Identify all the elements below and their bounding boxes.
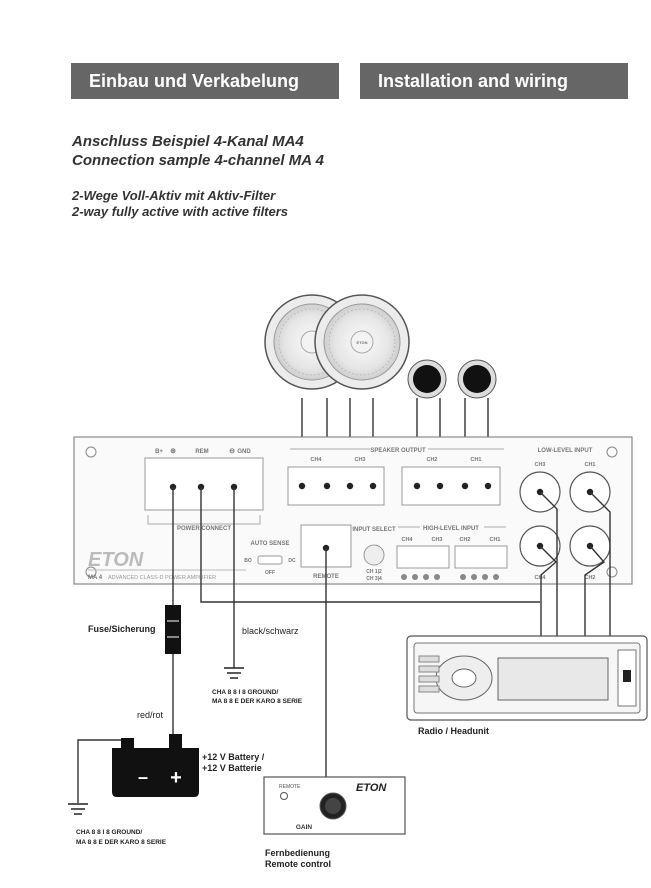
speaker-ch4-label: CH4 xyxy=(310,457,322,463)
subtitle-line-1: 2-Wege Voll-Aktiv mit Aktiv-Filter xyxy=(72,188,276,203)
remote-control-label: REMOTE xyxy=(279,784,301,790)
low-level-ch1: CH1 xyxy=(584,462,595,468)
battery: – + xyxy=(77,734,199,803)
woofer-badge: ETON xyxy=(356,340,367,345)
input-select-label: INPUT SELECT xyxy=(352,527,396,533)
headunit xyxy=(406,635,648,721)
power-connect-label: POWER CONNECT xyxy=(177,526,231,532)
tweeter-left xyxy=(407,359,447,399)
svg-text:⊕: ⊕ xyxy=(170,448,176,455)
auto-sense-off: OFF xyxy=(265,570,275,576)
remote-gain-label: GAIN xyxy=(296,824,313,831)
low-level-ch3: CH3 xyxy=(534,462,545,468)
speaker-ch3-label: CH3 xyxy=(354,457,365,463)
terminal-gnd-label: GND xyxy=(237,449,251,455)
svg-text:⊖: ⊖ xyxy=(229,448,235,455)
high-level-ch1: CH1 xyxy=(489,537,500,543)
radio-label: Radio / Headunit xyxy=(418,726,489,736)
amp-brand-logo: ETON xyxy=(88,549,144,571)
title-line-2: Connection sample 4-channel MA 4 xyxy=(72,152,324,169)
low-level-input-label: LOW-LEVEL INPUT xyxy=(538,448,593,454)
terminal-bplus-label: B+ xyxy=(155,449,163,455)
auto-sense-dc: DC xyxy=(288,558,296,564)
battery-plus-icon: + xyxy=(170,767,182,789)
fuse-label: Fuse/Sicherung xyxy=(88,624,156,634)
black-wire-label: black/schwarz xyxy=(242,626,299,636)
high-level-input-label: HIGH-LEVEL INPUT xyxy=(423,526,479,532)
terminal-rem-label: REM xyxy=(195,449,208,455)
tweeter-right xyxy=(457,359,497,399)
remote-control-brand: ETON xyxy=(356,782,387,794)
low-level-ch2: CH2 xyxy=(584,575,595,581)
ground1-line2: MA 8 8 E DER KARO 8 SERIE xyxy=(212,698,303,705)
header-right: Installation and wiring xyxy=(360,63,628,99)
auto-sense-bo: BO xyxy=(244,558,252,564)
speaker-ch1-label: CH1 xyxy=(470,457,481,463)
title-line-1: Anschluss Beispiel 4-Kanal MA4 xyxy=(72,133,304,150)
high-level-ch2: CH2 xyxy=(459,537,470,543)
auto-sense-label: AUTO SENSE xyxy=(251,541,290,547)
remote-control: REMOTE ETON GAIN xyxy=(263,776,406,835)
amp-model: MA 4 xyxy=(88,575,103,581)
battery-line1: +12 V Battery / xyxy=(202,752,265,762)
amplifier-panel: POWER CONNECT B+ ⊕ REM ⊖ GND SPEAKER OUT… xyxy=(73,436,633,585)
speaker-output-label: SPEAKER OUTPUT xyxy=(370,448,426,454)
ground2-line2: MA 8 8 E DER KARO 8 SERIE xyxy=(76,839,167,846)
high-level-ch3: CH3 xyxy=(431,537,442,543)
subtitle-line-2: 2-way fully active with active filters xyxy=(72,204,289,219)
fuse xyxy=(165,605,181,654)
ground-symbol-2 xyxy=(68,803,88,815)
speaker-ch2-label: CH2 xyxy=(426,457,437,463)
red-wire-label: red/rot xyxy=(137,710,164,720)
battery-minus-icon: – xyxy=(138,767,148,787)
input-select-opt2: CH 3|4 xyxy=(366,576,382,582)
battery-line2: +12 V Batterie xyxy=(202,763,262,773)
ground-symbol-1 xyxy=(224,667,244,679)
terminal-screws xyxy=(169,482,594,552)
high-level-ch4: CH4 xyxy=(401,537,413,543)
ground2-line1: CHA 8 8 I 8 GROUND/ xyxy=(76,829,142,836)
power-wiring xyxy=(172,487,611,790)
woofer-right: ETON xyxy=(314,294,410,390)
header-left: Einbau und Verkabelung xyxy=(71,63,339,99)
remote-line2: Remote control xyxy=(265,859,331,869)
remote-line1: Fernbedienung xyxy=(265,848,330,858)
amp-model-desc: ADVANCED CLASS-D POWER AMPLIFIER xyxy=(108,575,216,581)
ground1-line1: CHA 8 8 I 8 GROUND/ xyxy=(212,689,278,696)
input-select-opt1: CH 1|2 xyxy=(366,569,382,575)
